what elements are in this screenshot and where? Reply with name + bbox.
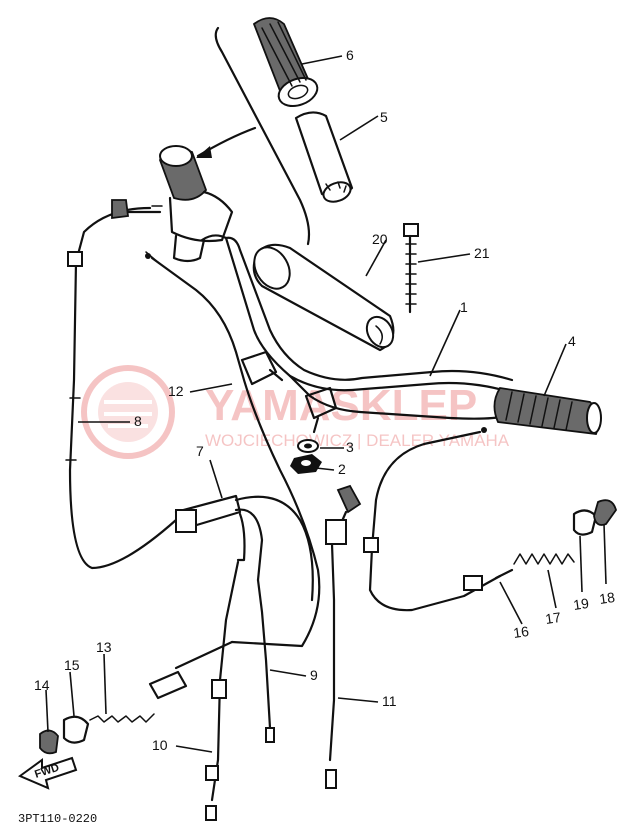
callout-labels: 6 5 20 21 1 4 3 2 8 12 7 9 11 10 13 15 1… bbox=[34, 47, 616, 753]
callout-12: 12 bbox=[168, 383, 184, 399]
callout-14: 14 bbox=[34, 677, 50, 693]
throttle-cable-part-12 bbox=[145, 251, 321, 648]
junction-part-7 bbox=[174, 494, 314, 602]
callout-3: 3 bbox=[346, 439, 354, 455]
adjuster-part-17 bbox=[494, 553, 575, 580]
cable-part-16 bbox=[363, 427, 502, 612]
right-grip-part-4 bbox=[493, 387, 602, 435]
washer-part-2 bbox=[290, 454, 322, 474]
callout-2: 2 bbox=[338, 461, 346, 477]
callout-6: 6 bbox=[346, 47, 354, 63]
callout-11: 11 bbox=[382, 693, 397, 709]
callout-17: 17 bbox=[544, 609, 562, 627]
handlebar-pad-part-20 bbox=[252, 243, 395, 352]
watermark-tagline: WOJCIECHOWICZ | DEALER YAMAHA bbox=[205, 431, 510, 450]
cable-part-8 bbox=[65, 199, 178, 570]
nut-part-3 bbox=[297, 439, 319, 453]
handlebar-part-1 bbox=[200, 234, 522, 420]
grip-inset-part-6 bbox=[252, 17, 319, 108]
callout-9: 9 bbox=[310, 667, 318, 683]
watermark: YAMASKLEP WOJCIECHOWICZ | DEALER YAMAHA bbox=[81, 365, 510, 459]
callout-5: 5 bbox=[380, 109, 388, 125]
callout-8: 8 bbox=[134, 413, 142, 429]
callout-16: 16 bbox=[512, 623, 530, 641]
drawing-code: 3PT110-0220 bbox=[18, 812, 97, 826]
callout-21: 21 bbox=[474, 245, 490, 261]
callout-15: 15 bbox=[64, 657, 80, 673]
grip-tube-part-5 bbox=[294, 111, 354, 203]
locknut-part-19 bbox=[572, 509, 598, 536]
inset-bracket bbox=[196, 26, 311, 246]
callout-7: 7 bbox=[196, 443, 204, 459]
adjuster-part-13 bbox=[89, 640, 234, 723]
fwd-arrow-icon: FWD bbox=[17, 756, 78, 790]
leader-lines bbox=[45, 55, 607, 753]
cable-part-10 bbox=[205, 560, 240, 821]
cap-part-18 bbox=[593, 499, 617, 526]
callout-19: 19 bbox=[572, 595, 590, 613]
watermark-logo-icon bbox=[81, 365, 175, 459]
cable-part-9 bbox=[256, 578, 275, 743]
callout-13: 13 bbox=[96, 639, 112, 655]
switch-cable-part-11 bbox=[325, 484, 362, 789]
callout-10: 10 bbox=[152, 737, 168, 753]
cap-part-14 bbox=[39, 729, 59, 755]
left-grip-assembled bbox=[158, 145, 234, 263]
callout-1: 1 bbox=[460, 299, 468, 315]
holder-clamps bbox=[240, 350, 338, 434]
callout-20: 20 bbox=[372, 231, 388, 247]
locknut-part-15 bbox=[62, 715, 90, 744]
callout-4: 4 bbox=[568, 333, 576, 349]
callout-18: 18 bbox=[598, 589, 616, 607]
band-part-21 bbox=[403, 223, 419, 314]
